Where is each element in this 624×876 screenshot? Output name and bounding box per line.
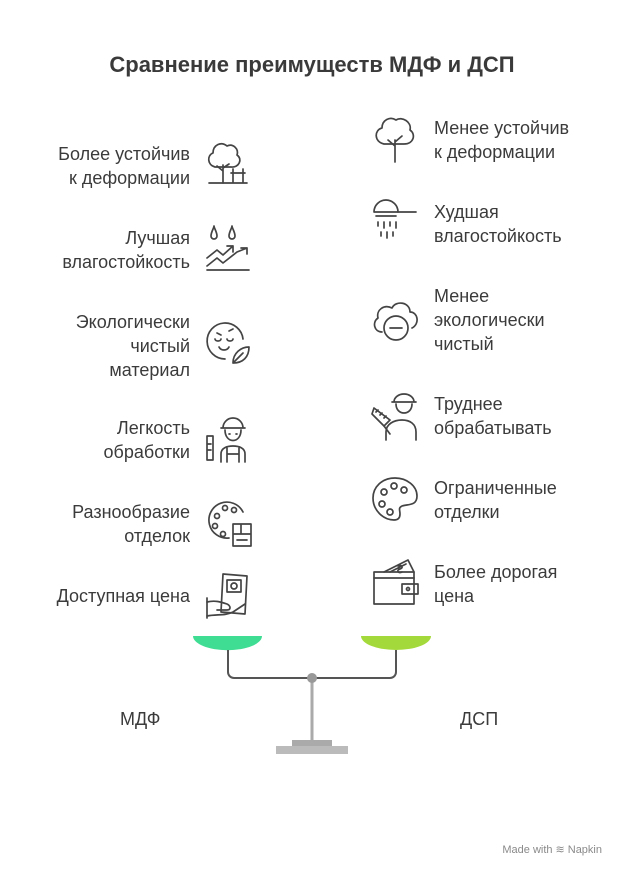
- left-item-4-text: Легкость обработки: [103, 418, 190, 462]
- worker-saw-icon: [370, 392, 420, 442]
- tree-icon: [370, 114, 420, 164]
- left-item-1-text: Более устойчив к деформации: [58, 144, 190, 188]
- napkin-logo-icon: ≋: [555, 844, 565, 856]
- worker-icon: [203, 414, 253, 464]
- page-title: Сравнение преимуществ МДФ и ДСП: [109, 52, 515, 77]
- left-item-6-text: Доступная цена: [56, 586, 190, 606]
- right-pan: [361, 636, 431, 650]
- balance-scale: [193, 636, 431, 754]
- scale-base: [276, 746, 348, 754]
- right-item-3-text: Менее экологически чистый: [434, 286, 545, 354]
- cloud-minus-icon: [370, 298, 420, 348]
- palette-icon: [370, 474, 420, 524]
- scale-pivot: [307, 673, 317, 683]
- eco-leaf-icon: [203, 317, 253, 367]
- shower-icon: [370, 198, 420, 248]
- right-item-6-text: Более дорогая цена: [434, 562, 558, 606]
- right-label-dsp: ДСП: [460, 709, 499, 729]
- left-item-2-text: Лучшая влагостойкость: [62, 228, 190, 272]
- left-item-5-text: Разнообразие отделок: [72, 502, 190, 546]
- palette-icon: [203, 498, 253, 548]
- money-hand-icon: [203, 570, 253, 620]
- water-drops-icon: [203, 222, 253, 272]
- wallet-icon: [370, 558, 420, 608]
- tree-icon: [203, 137, 253, 187]
- left-label-mdf: МДФ: [120, 709, 161, 729]
- left-item-3-text: Экологически чистый материал: [75, 312, 190, 380]
- right-item-2-text: Худшая влагостойкость: [434, 202, 562, 246]
- footer-made-with: Made with: [502, 844, 553, 856]
- right-item-5-text: Ограниченные отделки: [434, 478, 557, 522]
- right-item-1-text: Менее устойчив к деформации: [434, 118, 570, 162]
- right-item-4-text: Труднее обрабатывать: [434, 394, 552, 438]
- footer-brand: Napkin: [567, 844, 602, 856]
- scale-base-top: [292, 740, 332, 746]
- left-pan: [193, 636, 262, 651]
- footer: Made with≋Napkin: [502, 843, 602, 856]
